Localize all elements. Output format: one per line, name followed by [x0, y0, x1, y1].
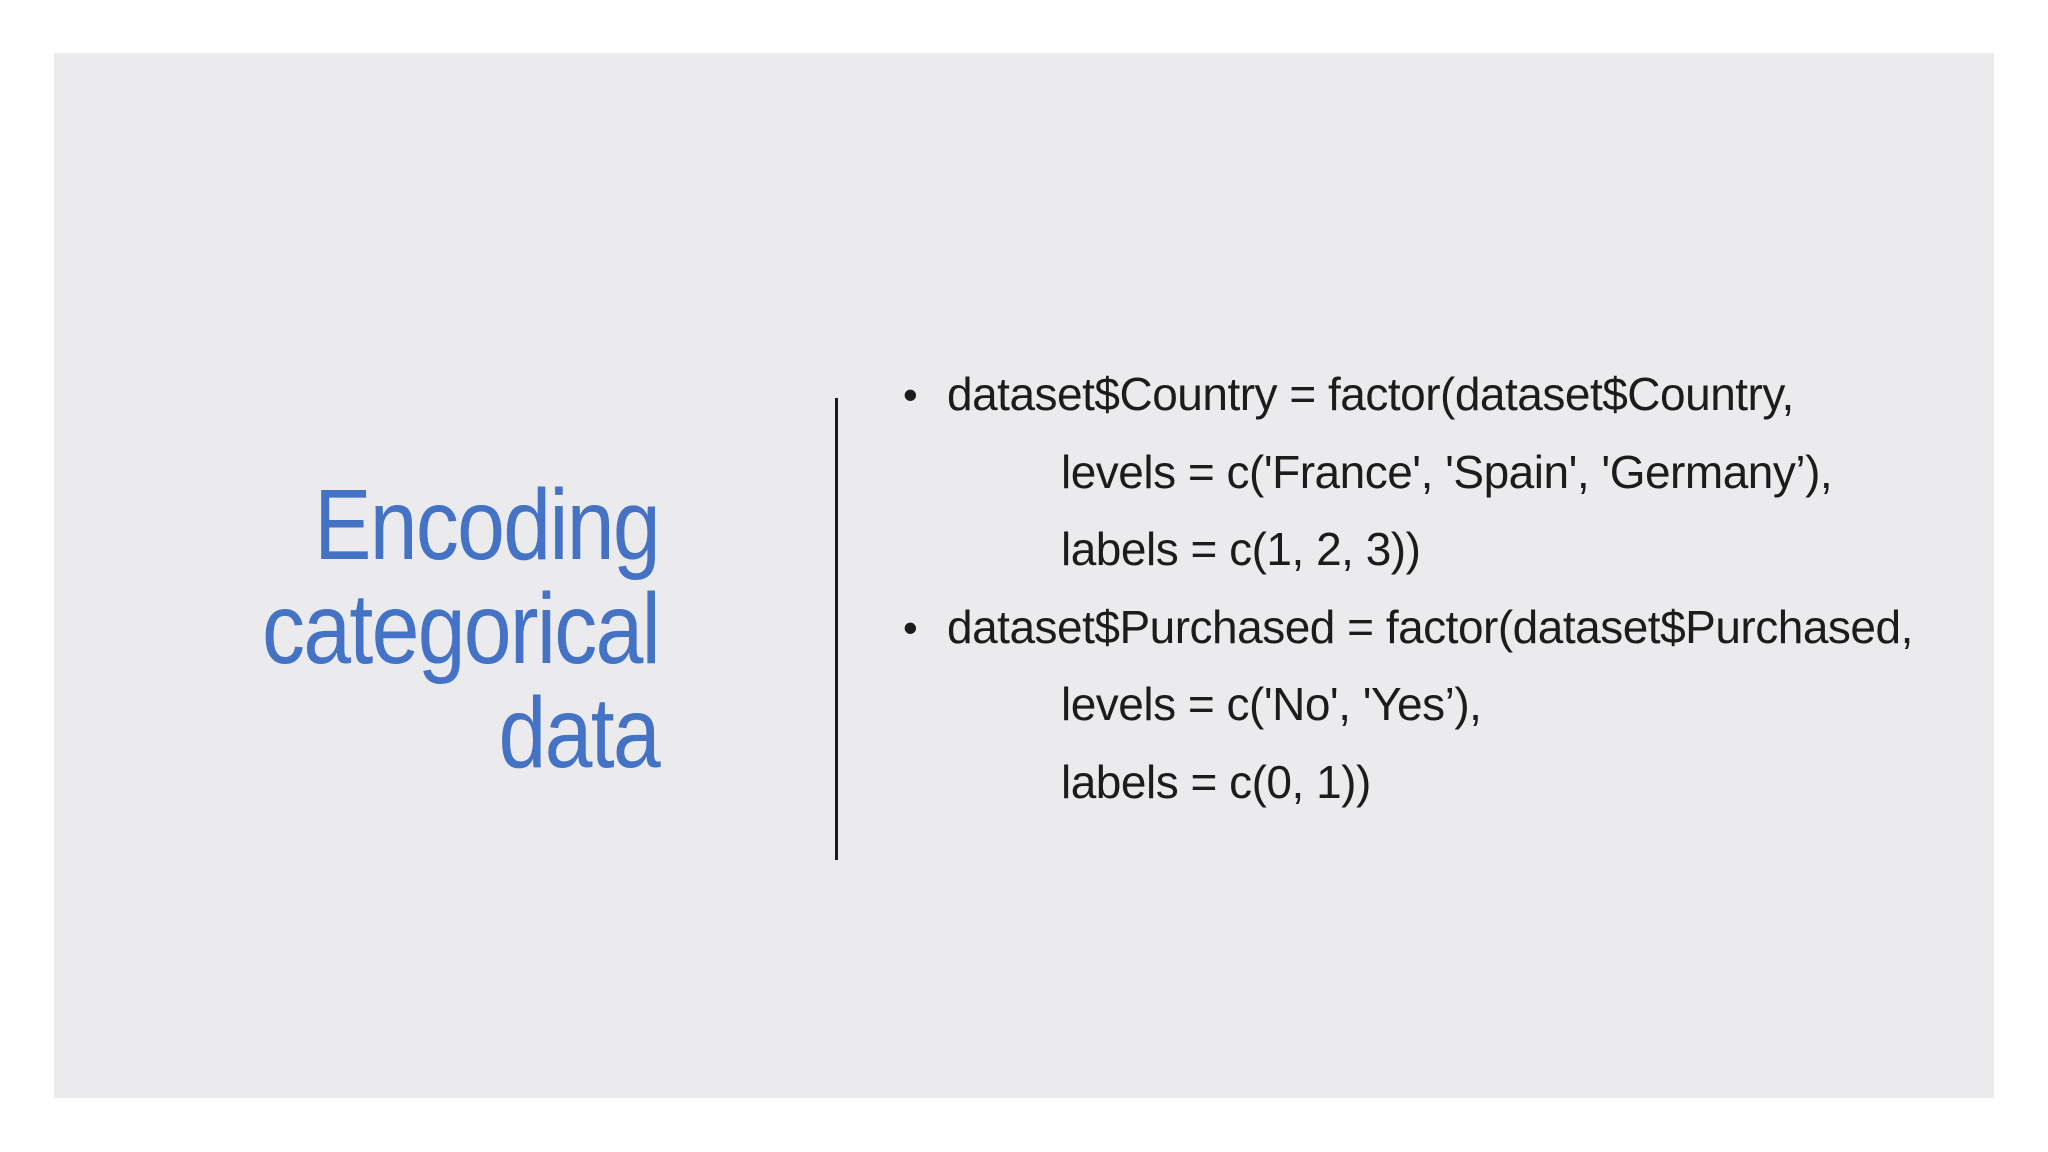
slide-canvas: Encoding categorical data • dataset$Coun… [54, 53, 1994, 1098]
bullet-item: • dataset$Purchased = factor(dataset$Pur… [899, 589, 1913, 822]
code-text: levels = c('No', 'Yes’), [1061, 678, 1482, 730]
bullet-list: • dataset$Country = factor(dataset$Count… [899, 356, 1913, 821]
code-text: dataset$Country = factor(dataset$Country… [947, 368, 1794, 420]
bullet-item: • dataset$Country = factor(dataset$Count… [899, 356, 1913, 589]
code-line: labels = c(1, 2, 3)) [899, 511, 1913, 589]
code-text: labels = c(0, 1)) [1061, 755, 1371, 808]
bullet-icon: • [903, 603, 918, 651]
title-line-2: categorical [262, 573, 661, 685]
code-line: levels = c('No', 'Yes’), [899, 666, 1913, 744]
code-text: dataset$Purchased = factor(dataset$Purch… [947, 600, 1913, 653]
title-content-divider [835, 398, 838, 860]
code-line: levels = c('France', 'Spain', 'Germany’)… [899, 434, 1913, 512]
code-line: • dataset$Purchased = factor(dataset$Pur… [899, 589, 1913, 667]
code-line: labels = c(0, 1)) [899, 744, 1913, 822]
code-text: labels = c(1, 2, 3)) [1061, 523, 1421, 575]
slide-title: Encoding categorical data [126, 469, 661, 789]
code-text: levels = c('France', 'Spain', 'Germany’)… [1061, 445, 1833, 498]
bullet-icon: • [903, 371, 918, 418]
code-line: • dataset$Country = factor(dataset$Count… [899, 356, 1913, 434]
title-line-3: data [498, 677, 660, 789]
title-line-1: Encoding [314, 469, 661, 581]
